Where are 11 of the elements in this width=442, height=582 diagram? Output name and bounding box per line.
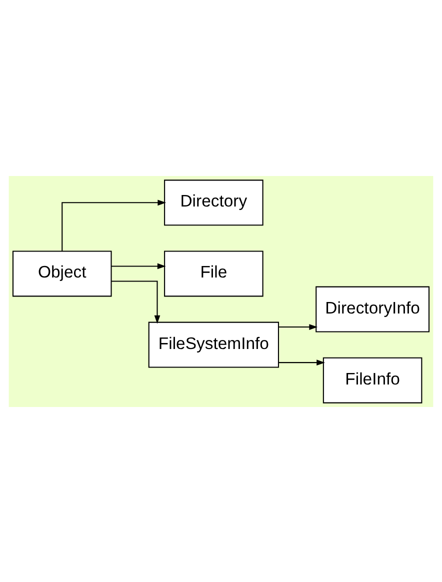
- arrow: [62, 199, 166, 251]
- arrow: [111, 262, 166, 269]
- arrow: [111, 280, 160, 324]
- node-box: Directory: [164, 179, 264, 226]
- arrow: [278, 324, 318, 330]
- arrow: [278, 359, 325, 365]
- node-box: Object: [12, 250, 112, 296]
- node-box: FileInfo: [322, 356, 422, 403]
- node-box: File: [164, 250, 264, 296]
- node-box: FileSystemInfo: [148, 321, 280, 368]
- node-box: DirectoryInfo: [316, 286, 430, 332]
